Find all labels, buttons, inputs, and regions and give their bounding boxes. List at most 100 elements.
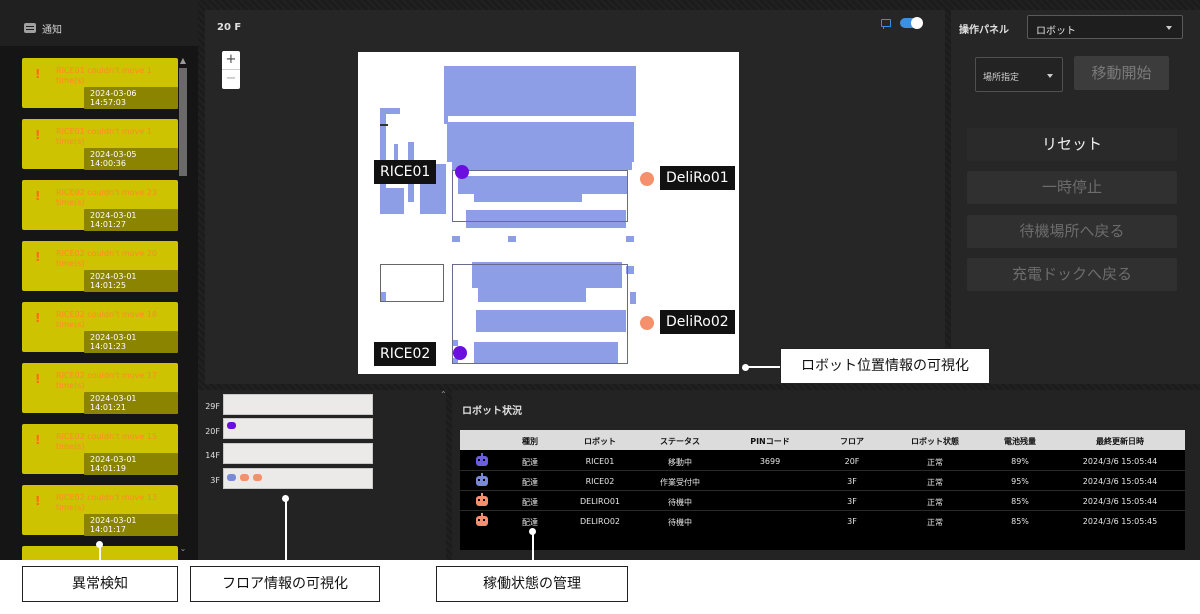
- robot-icon: [476, 473, 488, 486]
- column-header: ステータス: [660, 437, 700, 446]
- start-move-button[interactable]: 移動開始: [1074, 56, 1169, 90]
- map-room: [452, 358, 458, 364]
- place-select[interactable]: 場所指定: [975, 57, 1063, 92]
- map-room: [394, 144, 398, 174]
- notification-message: RICE02 couldn't move 20 time(s): [56, 249, 157, 268]
- table-cell: 配達: [522, 458, 538, 467]
- table-cell: 作業受付中: [660, 478, 700, 487]
- callout-robot-position: ロボット位置情報の可視化: [780, 348, 990, 384]
- column-header: フロア: [840, 437, 864, 446]
- floor-label: 14F: [205, 451, 220, 460]
- robot-marker-deliro01[interactable]: [640, 172, 654, 186]
- notification-timestamp: 2024-03-01 14:01:17: [84, 514, 178, 536]
- notification-message: RICE02 couldn't move 17 time(s): [56, 371, 157, 390]
- map-panel: 20 F + −: [205, 10, 945, 384]
- label-toggle-switch[interactable]: [900, 17, 923, 29]
- caret-down-icon: [1166, 26, 1172, 30]
- chat-icon[interactable]: [881, 19, 891, 29]
- callout-leader: [748, 366, 780, 368]
- map-room: [478, 288, 586, 302]
- alert-icon: !: [35, 67, 41, 81]
- zoom-in-button[interactable]: +: [222, 51, 240, 70]
- floor-label: 29F: [205, 402, 220, 411]
- scroll-up-icon[interactable]: ▲: [179, 56, 187, 65]
- zoom-out-button[interactable]: −: [225, 71, 237, 86]
- return-dock-button[interactable]: 充電ドックへ戻る: [967, 258, 1177, 291]
- robot-icon: [227, 422, 236, 429]
- notification-message: RICE01 couldn't move 1 time(s): [56, 66, 152, 85]
- callout-dot: [742, 364, 749, 371]
- scrollbar-thumb[interactable]: [179, 68, 187, 176]
- notification-timestamp: 2024-03-01 14:01:19: [84, 453, 178, 475]
- target-select-value: ロボット: [1036, 26, 1076, 37]
- floor-label: 3F: [210, 476, 220, 485]
- table-header: 種別 ロボット ステータス PINコード フロア ロボット状態 電池残量 最終更…: [460, 430, 1185, 450]
- callout-leader: [532, 532, 534, 567]
- map-room: [626, 236, 634, 242]
- column-header: ロボット: [584, 437, 616, 446]
- target-select[interactable]: ロボット: [1027, 15, 1183, 39]
- notification-scrollbar[interactable]: ▲ ⌄: [178, 56, 188, 556]
- table-cell: 配達: [522, 478, 538, 487]
- collapse-icon[interactable]: ⌃: [440, 390, 447, 399]
- robot-marker-rice02[interactable]: [453, 346, 467, 360]
- floor-map[interactable]: RICE01 DeliRo01 DeliRo02 RICE02: [358, 52, 739, 374]
- table-cell: RICE01: [585, 457, 615, 466]
- column-header: PINコード: [750, 437, 790, 446]
- table-cell: 正常: [927, 478, 943, 487]
- row-divider: [460, 490, 1185, 491]
- notification-card[interactable]: ! RICE02 couldn't move 13 time(s) 2024-0…: [22, 485, 178, 536]
- map-room: [476, 310, 626, 332]
- robot-marker-deliro02[interactable]: [640, 316, 654, 330]
- floor-label: 20F: [205, 427, 220, 436]
- table-cell: 95%: [1011, 477, 1029, 486]
- pause-button[interactable]: 一時停止: [967, 171, 1177, 204]
- table-cell: 2024/3/6 15:05:45: [1082, 517, 1158, 526]
- robot-marker-rice01[interactable]: [455, 165, 469, 179]
- notification-message: RICE02 couldn't move 15 time(s): [56, 432, 157, 451]
- notification-card[interactable]: ! RICE02 couldn't move 20 time(s) 2024-0…: [22, 241, 178, 292]
- scroll-down-icon[interactable]: ⌄: [179, 544, 187, 553]
- floor-row-29f[interactable]: [223, 394, 373, 415]
- alert-icon: !: [35, 189, 41, 203]
- notification-card[interactable]: ! RICE01 couldn't move 1 time(s) 2024-03…: [22, 58, 178, 109]
- notification-card[interactable]: ! RICE02 couldn't move 15 time(s) 2024-0…: [22, 424, 178, 475]
- map-wall: [452, 170, 628, 222]
- notification-card[interactable]: ! RICE02 couldn't move 23 time(s) 2024-0…: [22, 180, 178, 231]
- return-standby-button[interactable]: 待機場所へ戻る: [967, 215, 1177, 248]
- floor-row-3f[interactable]: [223, 468, 373, 489]
- map-room: [508, 236, 516, 242]
- notification-card[interactable]: ! RICE02 couldn't move 17 time(s) 2024-0…: [22, 363, 178, 414]
- map-wall: [380, 264, 444, 302]
- table-cell: 3F: [847, 477, 857, 486]
- notification-card[interactable]: ! RICE01 couldn't move 1 time(s) 2024-03…: [22, 119, 178, 170]
- robot-status-panel: ロボット状況 種別 ロボット ステータス PINコード フロア ロボット状態 電…: [452, 390, 1200, 560]
- table-cell: 20F: [844, 457, 860, 466]
- notification-icon: [24, 23, 36, 33]
- notification-timestamp: 2024-03-01 14:01:25: [84, 270, 178, 292]
- map-room: [452, 236, 460, 242]
- map-floor-label: 20 F: [217, 22, 242, 33]
- map-room: [452, 340, 458, 346]
- floor-row-14f[interactable]: [223, 443, 373, 464]
- callout-anomaly-detection: 異常検知: [22, 566, 178, 602]
- place-select-value: 場所指定: [983, 73, 1020, 83]
- reset-button[interactable]: リセット: [967, 128, 1177, 161]
- map-room: [472, 262, 622, 288]
- map-room: [380, 108, 400, 114]
- notification-list[interactable]: ! RICE01 couldn't move 1 time(s) 2024-03…: [0, 46, 178, 560]
- operation-panel: 操作パネル ロボット 場所指定 移動開始 リセット 一時停止 待機場所へ戻る 充…: [951, 10, 1200, 384]
- column-header: ロボット状態: [911, 437, 959, 446]
- notification-timestamp: 2024-03-05 14:00:36: [84, 148, 178, 170]
- table-cell: 正常: [927, 518, 943, 527]
- floor-row-20f[interactable]: [223, 418, 373, 439]
- table-cell: 3F: [847, 517, 857, 526]
- callout-floor-info: フロア情報の可視化: [190, 566, 380, 602]
- table-cell: 3F: [847, 497, 857, 506]
- column-header: 最終更新日時: [1096, 437, 1144, 446]
- table-cell: RICE02: [585, 477, 615, 486]
- table-cell: 89%: [1011, 457, 1029, 466]
- notification-panel: 通知 ! RICE01 couldn't move 1 time(s) 2024…: [0, 0, 198, 560]
- notification-card[interactable]: ! RICE02 couldn't move 18 time(s) 2024-0…: [22, 302, 178, 353]
- table-cell: 移動中: [668, 458, 692, 467]
